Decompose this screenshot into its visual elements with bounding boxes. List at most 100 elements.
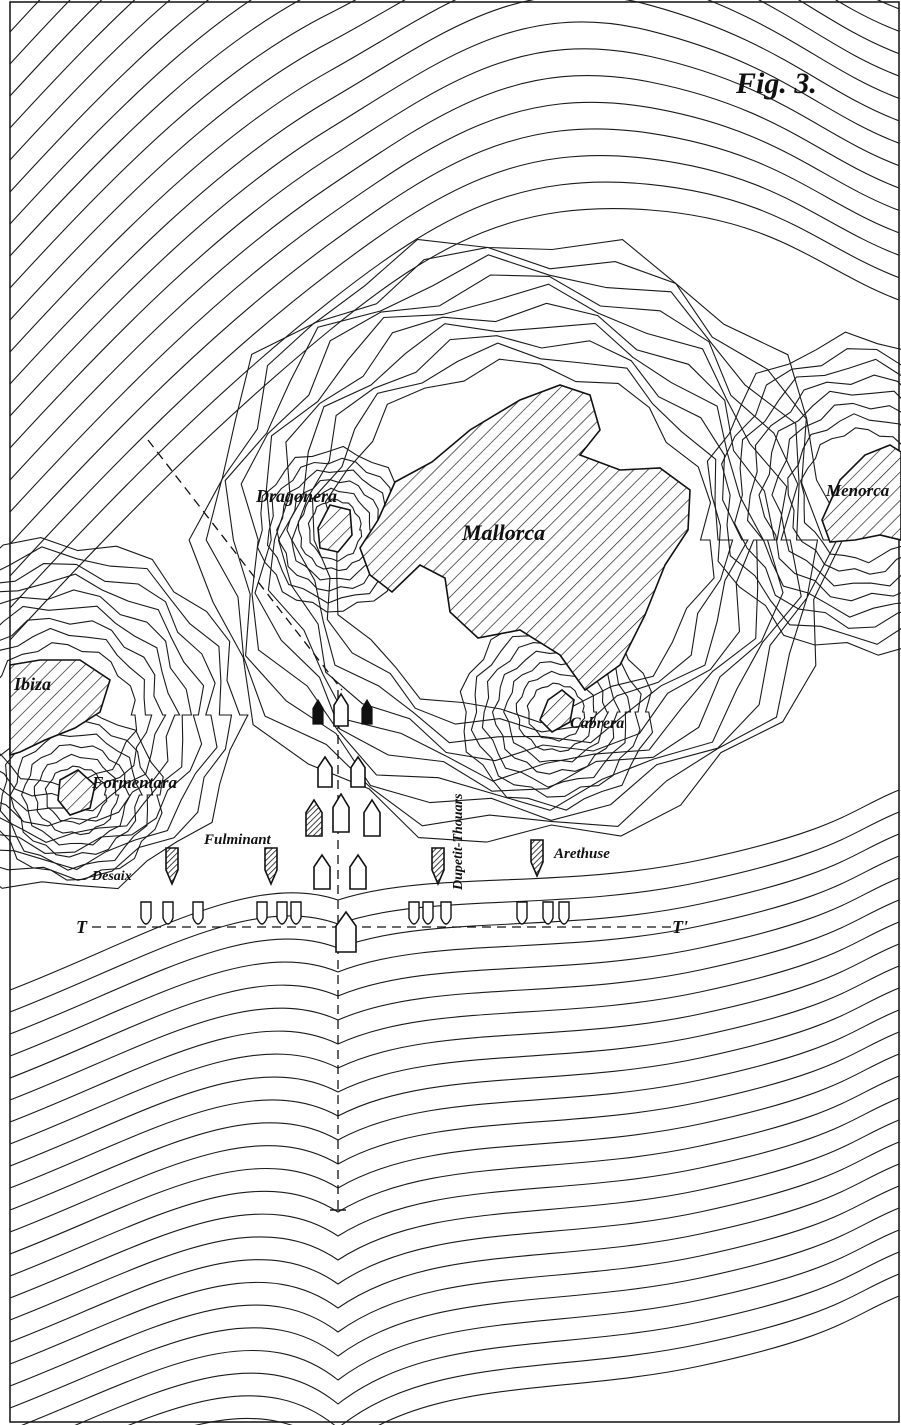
depth-contour-lower <box>194 1295 900 1425</box>
torpedo-boat-group-1 <box>192 901 204 925</box>
battleship <box>363 798 381 837</box>
torpedo-boat-group-1 <box>140 901 152 925</box>
torpedo-boat-group-2 <box>276 901 288 925</box>
depth-ring-ibiza <box>0 563 218 871</box>
formentera-island <box>57 769 96 816</box>
depth-contour-lower <box>9 1163 900 1365</box>
depth-contour-lower <box>9 1185 900 1387</box>
depth-contour-upper <box>9 21 900 417</box>
depth-ring-menorca <box>734 358 901 629</box>
depth-ring-menorca <box>721 348 901 645</box>
depth-contour-lower <box>74 1251 900 1425</box>
dragonera-island <box>317 504 353 553</box>
depth-ring-ibiza <box>0 589 193 843</box>
dragonera-label: Dragonera <box>255 486 337 506</box>
depth-contour-lower <box>9 811 900 1013</box>
figure-label: Fig. 3. <box>735 67 817 100</box>
depth-ring-cabrera <box>526 682 586 742</box>
depth-ring-dragonera <box>256 445 414 613</box>
depth-contour-lower <box>9 855 900 1057</box>
depth-ring-menorca <box>771 402 901 587</box>
depth-ring-dragonera <box>276 469 395 592</box>
battleship-hatched <box>305 798 323 837</box>
depth-ring-mallorca <box>205 246 838 827</box>
line-end-right-label: T' <box>672 917 688 937</box>
map-frame <box>9 1 900 1423</box>
cabrera-island <box>539 688 575 733</box>
depth-contour-upper <box>9 0 900 225</box>
depth-contour-lower <box>9 1053 900 1255</box>
depth-ring-dragonera <box>297 487 374 572</box>
ibiza-island <box>9 659 111 757</box>
depth-contour-lower <box>9 1141 900 1343</box>
depth-ring-ibiza <box>0 605 181 827</box>
depth-ring-mallorca <box>311 342 734 733</box>
torpedo-boat-group-3 <box>408 901 420 925</box>
depth-contour-lower <box>21 1229 900 1425</box>
dupetit-thouars-label: Dupetit-Thouars <box>451 793 466 891</box>
depth-ring-mallorca <box>224 254 819 821</box>
depth-ring-dragonera <box>286 479 384 581</box>
depth-contour-lower <box>9 987 900 1189</box>
mallorca-island <box>359 384 691 692</box>
lead-ship <box>333 692 349 727</box>
depth-contour-upper <box>9 181 900 609</box>
depth-ring-mallorca <box>240 274 802 811</box>
depth-contour-upper <box>9 0 900 257</box>
depth-contour-upper <box>9 0 171 161</box>
diagonal-course-line <box>147 439 343 691</box>
depth-ring-dragonera <box>307 498 363 562</box>
torpedo-boat-group-3 <box>440 901 452 925</box>
battleship <box>317 755 333 788</box>
line-end-left-label: T <box>76 917 88 937</box>
depth-ring-formentera <box>9 733 144 858</box>
depth-ring-menorca <box>800 427 901 564</box>
torpedo-boat-group-4 <box>542 901 554 925</box>
flagship <box>335 910 357 953</box>
depth-ring-menorca <box>746 374 901 618</box>
arethuse-label: Arethuse <box>553 846 610 862</box>
depth-ring-formentera <box>44 765 108 825</box>
depth-ring-formentera <box>0 707 164 881</box>
islands <box>9 384 901 816</box>
torpedo-boat-group-2 <box>290 901 302 925</box>
depth-ring-ibiza <box>0 546 233 881</box>
ibiza-label: Ibiza <box>13 674 51 694</box>
depth-ring-menorca <box>706 331 901 656</box>
depth-ring-ibiza <box>0 627 153 800</box>
battleship <box>332 792 350 833</box>
depth-contour-upper <box>9 48 900 449</box>
torpedo-boat-group-4 <box>516 901 528 925</box>
depth-contour-upper <box>9 128 900 545</box>
menorca-label: Menorca <box>825 481 890 500</box>
lead-ship-dark <box>361 698 373 725</box>
depth-contour-lower <box>9 1075 900 1277</box>
arethuse-ship <box>530 839 544 879</box>
mallorca-label: Mallorca <box>461 520 545 545</box>
depth-contour-lower <box>127 1273 900 1425</box>
depth-contour-upper <box>9 0 900 385</box>
depth-contour-lower <box>9 965 900 1167</box>
fulminant-ship <box>264 847 278 887</box>
lead-ship-dark <box>312 698 324 725</box>
depth-contour-lower <box>9 877 900 1079</box>
dupetit-thouars-ship <box>431 847 445 887</box>
depth-contour-lower <box>9 1097 900 1299</box>
depth-contour-lower <box>9 1009 900 1211</box>
depth-contour-lower <box>9 899 900 1101</box>
cabrera-label: Cabrera <box>570 715 624 732</box>
formentera-label: Formentara <box>91 773 178 792</box>
depth-contour-upper <box>9 0 209 193</box>
depth-contour-lower <box>9 1119 900 1321</box>
depth-ring-ibiza <box>0 573 205 854</box>
depth-ring-formentera <box>33 753 120 836</box>
depth-contour-upper <box>9 101 900 513</box>
depth-contour-lower <box>9 943 900 1145</box>
depth-contour-upper <box>9 0 900 353</box>
battleship <box>313 853 331 890</box>
desaix-label: Desaix <box>91 869 132 884</box>
fulminant-label: Fulminant <box>203 832 272 848</box>
torpedo-boat-group-2 <box>256 901 268 925</box>
